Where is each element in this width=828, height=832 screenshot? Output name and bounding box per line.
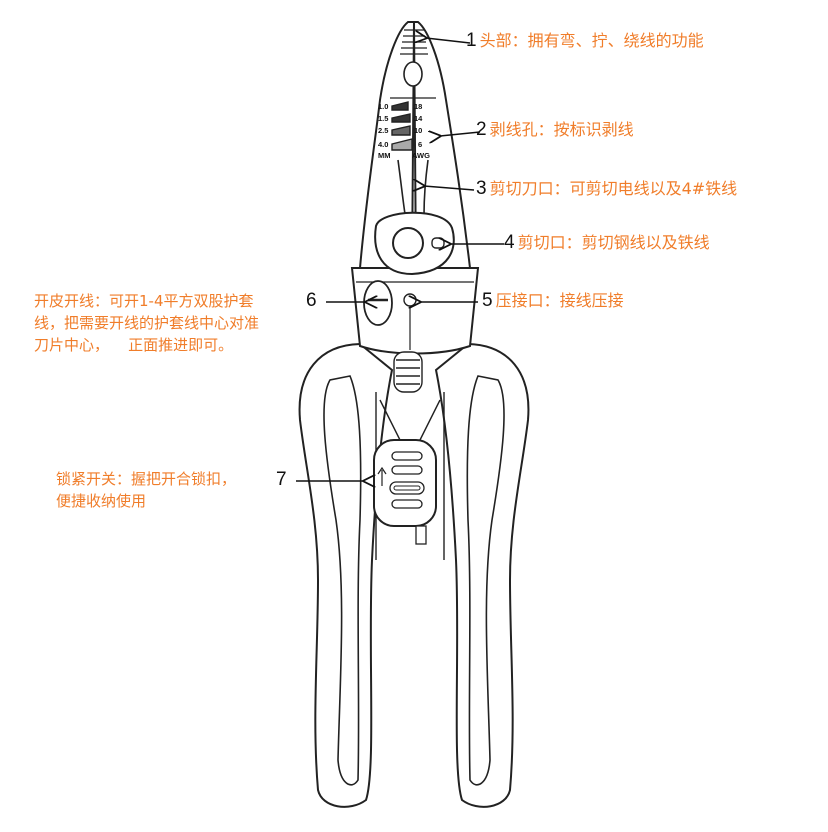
label-head-text: 头部：拥有弯、拧、绕线的功能 (479, 31, 704, 50)
gauge-awg-unit: AWG (412, 151, 430, 160)
label-head-number: 1 (466, 30, 477, 51)
label-strip-slot-text: 开皮开线：可开1-4平方双股护套 线，把需要开线的护套线中心对准 刀片中心， 正… (34, 290, 304, 356)
label-cutting-edge-text: 剪切刀口：可剪切电线以及4#铁线 (489, 179, 738, 198)
spring (393, 351, 423, 393)
label-lock-number: 7 (276, 469, 287, 490)
label-strip-slot-number: 6 (306, 290, 317, 311)
cable-strip-slot (363, 280, 393, 326)
label-crimp-number: 5 (482, 290, 493, 311)
label-lock-text: 锁紧开关：握把开合锁扣， 便捷收纳使用 (56, 468, 276, 512)
jaw-left (358, 21, 416, 269)
label-cutter-number: 4 (504, 232, 515, 253)
gauge-mm-unit: MM (378, 151, 391, 160)
gauge-awg-1: 14 (414, 114, 423, 123)
gauge-awg-0: 18 (414, 102, 422, 111)
label-cutter-text: 剪切口：剪切钢线以及铁线 (517, 233, 710, 252)
crimp-notch (403, 293, 417, 307)
label-strip-holes-text: 剥线孔：按标识剥线 (489, 120, 634, 139)
jaw-right (412, 21, 472, 269)
gauge-mm-1: 1.5 (378, 114, 388, 123)
left-handle-grip (323, 375, 362, 786)
right-handle-grip (466, 375, 505, 786)
gauge-mm-2: 2.5 (378, 126, 388, 135)
lock-switch (373, 439, 437, 545)
leader-lines (296, 38, 504, 481)
gauge-awg-2: 10 (414, 126, 422, 135)
label-cutting-edge-number: 3 (476, 178, 487, 199)
gauge-mm-3: 4.0 (378, 140, 388, 149)
gauge-mm-0: 1.0 (378, 102, 388, 111)
gauge-markings: 1.0 1.5 2.5 4.0 MM 18 14 10 6 AWG (378, 102, 430, 160)
label-crimp-text: 压接口：接线压接 (495, 291, 624, 310)
label-strip-holes-number: 2 (476, 119, 487, 140)
label-lock-line-2: 便捷收纳使用 (56, 492, 147, 510)
label-strip-slot-line-2: 线，把需要开线的护套线中心对准 (34, 314, 260, 332)
label-strip-slot-line-1: 开皮开线：可开1-4平方双股护套 (34, 292, 254, 310)
strip-holes (391, 101, 413, 151)
pivot-hole (392, 227, 424, 259)
label-strip-slot-line-3: 刀片中心， 正面推进即可。 (34, 336, 234, 354)
gauge-awg-3: 6 (418, 140, 422, 149)
label-lock-line-1: 锁紧开关：握把开合锁扣， (56, 470, 237, 488)
